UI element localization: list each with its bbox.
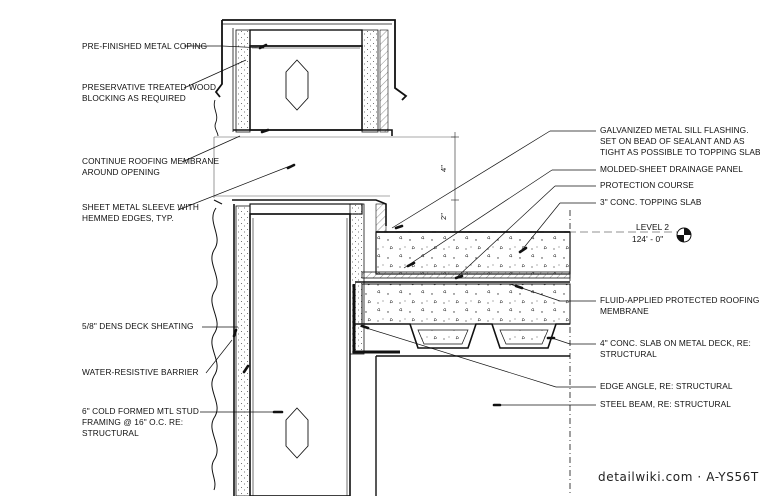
label-sill-flashing: GALVANIZED METAL SILL FLASHING. SET ON B… [600, 125, 760, 157]
label-wood-blocking: PRESERVATIVE TREATED WOOD BLOCKING AS RE… [82, 82, 217, 103]
dimension-lines [451, 132, 459, 233]
label-topping-slab: 3" CONC. TOPPING SLAB [600, 197, 702, 207]
label-drainage-panel: MOLDED-SHEET DRAINAGE PANEL [600, 164, 744, 174]
coping-assembly [213, 19, 408, 137]
label-membrane-opening: CONTINUE ROOFING MEMBRANE AROUND OPENING [82, 156, 220, 177]
dimension-upper: 4" [439, 164, 449, 173]
label-slab-on-deck: 4" CONC. SLAB ON METAL DECK, RE: STRUCTU… [600, 338, 751, 359]
label-dens-deck: 5/8" DENS DECK SHEATING [82, 321, 194, 331]
label-edge-angle: EDGE ANGLE, RE: STRUCTURAL [600, 381, 733, 391]
label-level-elevation: 124' - 0" [632, 234, 664, 244]
level-marker [376, 227, 692, 243]
opening [213, 136, 455, 198]
floor-assembly [352, 210, 571, 496]
label-protection-course: PROTECTION COURSE [600, 180, 694, 190]
label-coping: PRE-FINISHED METAL COPING [82, 41, 208, 51]
label-sheet-metal-sleeve: SHEET METAL SLEEVE WITH HEMMED EDGES, TY… [82, 202, 199, 223]
lower-wall [211, 199, 387, 496]
label-fluid-membrane: FLUID-APPLIED PROTECTED ROOFING MEMBRANE [600, 295, 760, 316]
label-steel-beam: STEEL BEAM, RE: STRUCTURAL [600, 399, 731, 409]
label-wrb: WATER-RESISTIVE BARRIER [82, 367, 199, 377]
dimension-lower: 2" [439, 212, 449, 221]
leader-dots [232, 43, 556, 414]
label-stud-framing: 6" COLD FORMED MTL STUD FRAMING @ 16" O.… [82, 406, 199, 438]
label-level-name: LEVEL 2 [636, 222, 670, 232]
leader-lines [177, 45, 596, 413]
source-credit: detailwiki.com · A-YS56T [598, 470, 759, 484]
